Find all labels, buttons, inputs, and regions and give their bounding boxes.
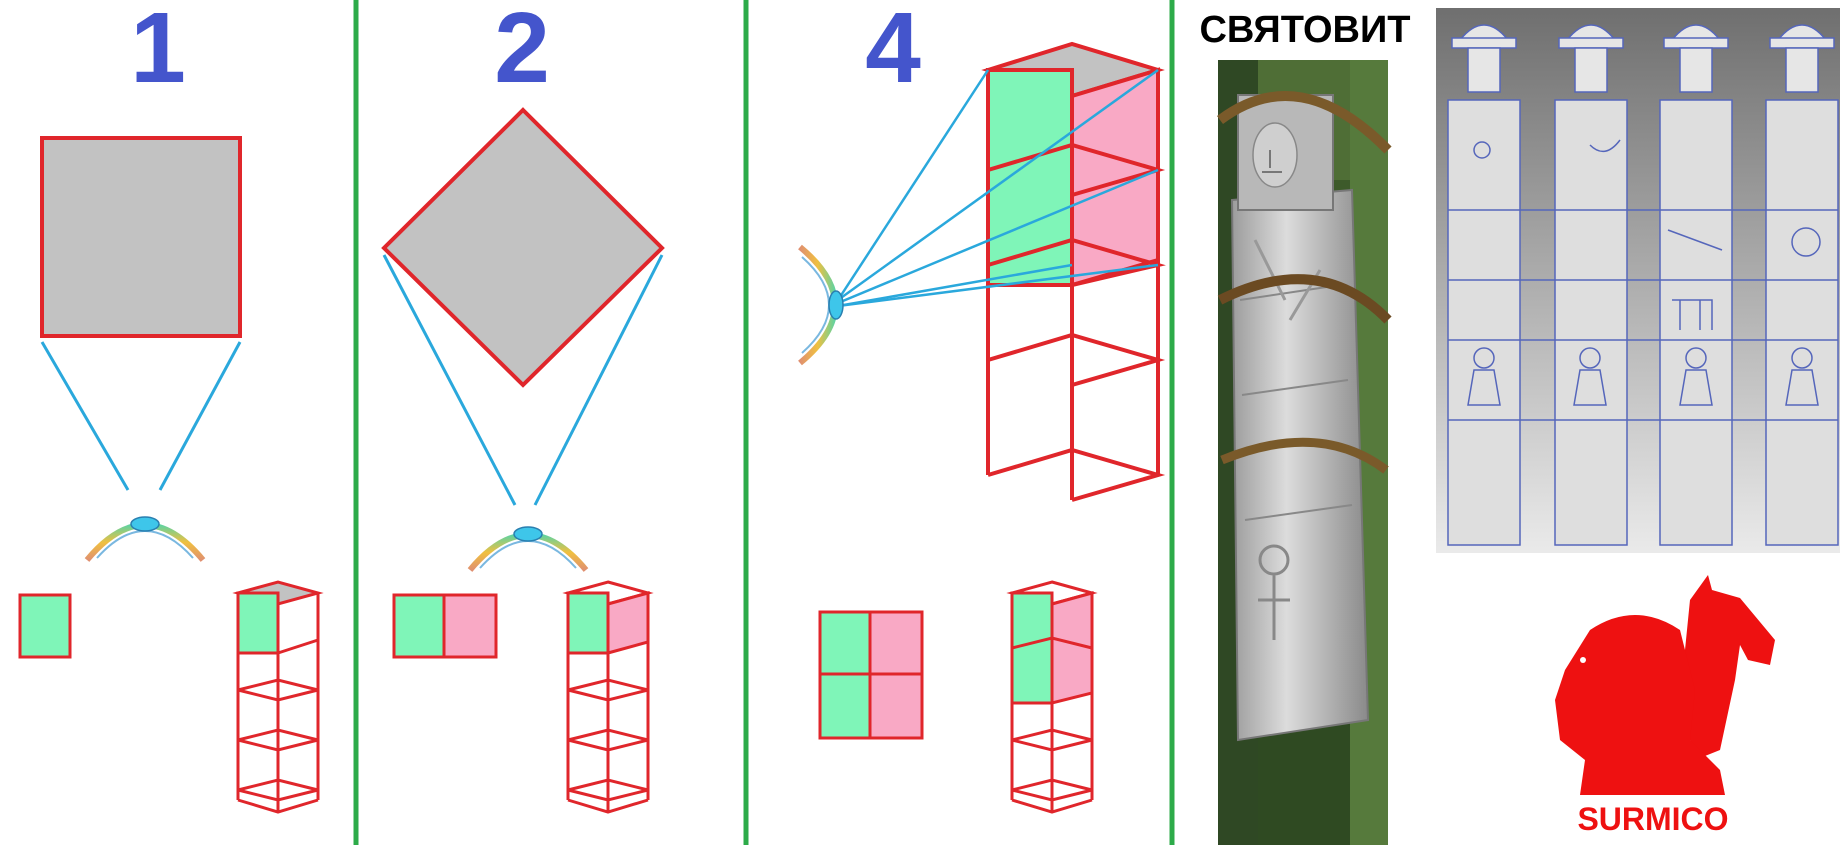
surmico-logo: SURMICO <box>1555 575 1775 837</box>
eye-icon-side <box>798 244 844 366</box>
panel-number-2: 2 <box>494 0 550 104</box>
idol-head-1 <box>1451 24 1517 93</box>
horse-head <box>1680 575 1775 760</box>
panel-1: 1 <box>18 0 324 814</box>
idol-head-2 <box>1558 24 1624 93</box>
panel-2: 2 <box>381 0 665 814</box>
sight-line-right <box>158 341 242 491</box>
rotated-square-face <box>381 107 665 388</box>
eye-icon <box>467 526 589 572</box>
man-profile <box>1555 615 1725 795</box>
eye-icon <box>84 516 206 562</box>
front-view-single <box>18 593 72 659</box>
sight-line-left <box>382 254 517 506</box>
svyatovit-idol-photo: СВЯТОВИТ <box>1199 9 1411 845</box>
panel-number-1: 1 <box>130 0 186 104</box>
idol-relief-drawing <box>1436 8 1840 553</box>
sight-line-left <box>40 341 130 491</box>
front-view-two-faces <box>392 593 498 659</box>
sight-line-right <box>533 254 664 506</box>
panel-dividers <box>353 0 1175 845</box>
stacked-cubes-2 <box>562 580 654 814</box>
panel-4: 4 <box>798 0 1166 814</box>
stacked-cubes-4 <box>1006 580 1098 814</box>
stacked-cubes-1 <box>232 580 324 814</box>
idol-head-3 <box>1663 24 1729 93</box>
square-face <box>40 136 242 338</box>
idol-title: СВЯТОВИТ <box>1199 9 1410 51</box>
panel-number-4: 4 <box>865 0 921 104</box>
idol-head-4 <box>1769 24 1835 93</box>
sight-lines-4 <box>836 68 1159 308</box>
logo-wordmark: SURMICO <box>1577 801 1728 837</box>
front-view-four-faces <box>818 610 924 740</box>
tall-cube-tower <box>981 41 1166 502</box>
